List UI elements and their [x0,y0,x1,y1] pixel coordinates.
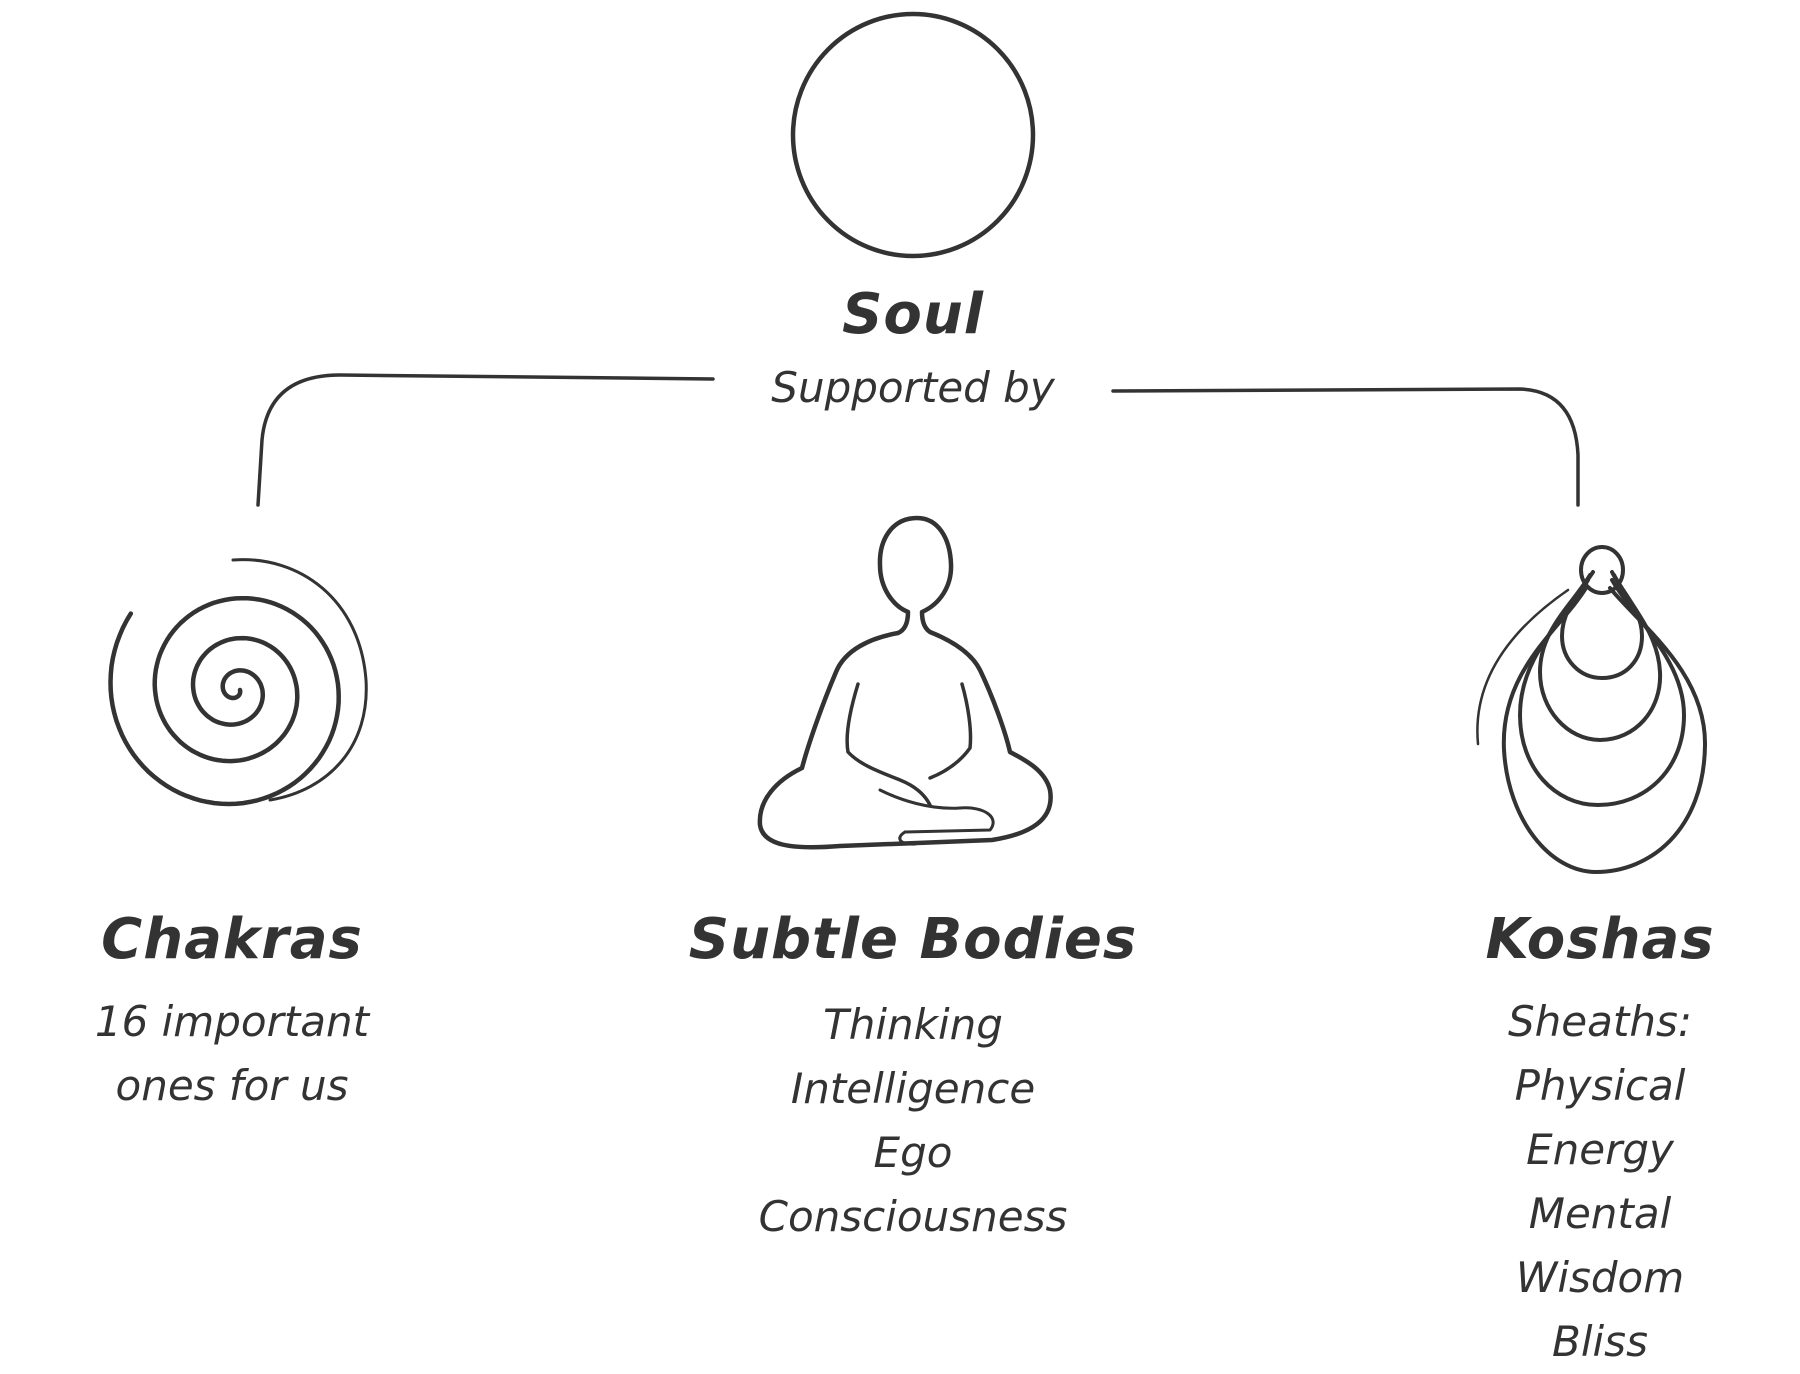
circle-icon [790,11,1036,259]
koshas-title: Koshas [1485,907,1715,972]
description-line: Bliss [1552,1317,1648,1366]
chakras-description: 16 important ones for us [32,990,432,1118]
description-line: Ego [873,1128,953,1177]
description-line: Physical [1514,1061,1686,1110]
connector-right [1111,387,1580,507]
description-line: Mental [1528,1189,1672,1238]
description-line: ones for us [115,1061,349,1110]
spiral-icon [108,558,368,807]
connector-left [256,373,715,507]
description-line: Wisdom [1515,1253,1685,1302]
subtle-bodies-title: Subtle Bodies [688,907,1138,972]
description-line: Intelligence [790,1064,1036,1113]
meditating-person-icon [757,515,1053,850]
diagram-canvas [108,11,1708,874]
nested-sheaths-icon [1476,545,1708,874]
subtle-bodies-description: Thinking Intelligence Ego Consciousness [713,993,1113,1249]
description-line: 16 important [94,997,370,1046]
soul-subtitle: Supported by [771,363,1055,412]
chakras-title: Chakras [101,907,363,972]
description-line: Energy [1526,1125,1674,1174]
description-line: Thinking [823,1000,1003,1049]
description-line: Sheaths: [1508,997,1692,1046]
description-line: Consciousness [758,1192,1068,1241]
koshas-description: Sheaths: Physical Energy Mental Wisdom B… [1450,990,1750,1374]
soul-title: Soul [842,282,984,347]
